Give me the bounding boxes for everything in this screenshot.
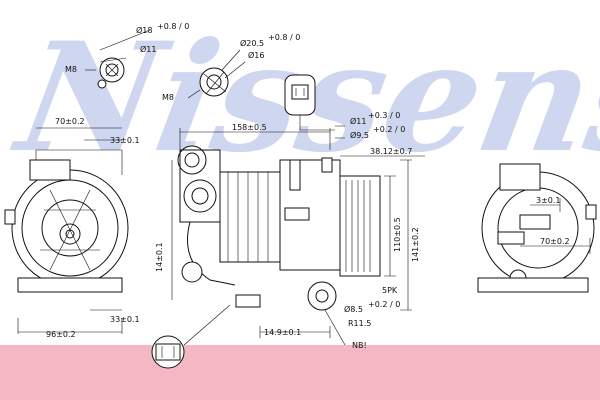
side-length-label: 158±0.5 — [232, 123, 267, 132]
side-5pk-label: 5PK — [382, 286, 398, 295]
front-view — [4, 139, 129, 334]
rear-view — [477, 163, 597, 293]
side-nb-label: NB! — [352, 341, 367, 350]
fitting-left-thread: M8 — [65, 65, 77, 74]
side-38-label: 38.12±0.7 — [370, 147, 412, 156]
fitting-right-d1: Ø20.5 — [240, 38, 264, 48]
fitting-right-d1-tol: +0.8 / 0 — [268, 33, 300, 42]
connector-bottom — [151, 304, 231, 369]
side-height-141-label: 141±0.2 — [411, 227, 420, 262]
fitting-left-d1-tol: +0.8 / 0 — [157, 22, 189, 31]
fitting-left-d1: Ø18 — [136, 25, 152, 35]
side-d85-label: Ø8.5 — [344, 304, 363, 314]
fitting-right — [187, 49, 246, 99]
front-offset-top-label: 33±0.1 — [110, 136, 140, 145]
side-d11-tol: +0.3 / 0 — [368, 111, 400, 120]
rear-3-label: 3±0.1 — [536, 196, 561, 205]
fitting-right-d2: Ø16 — [248, 50, 264, 60]
side-d85-tol: +0.2 / 0 — [368, 300, 400, 309]
side-d95-tol: +0.2 / 0 — [373, 125, 405, 134]
pink-band — [0, 345, 600, 400]
fitting-left — [85, 29, 151, 89]
front-offset-bottom-label: 33±0.1 — [110, 315, 140, 324]
fitting-right-thread: M8 — [162, 93, 174, 102]
side-height-110-label: 110±0.5 — [393, 217, 402, 252]
rear-70-label: 70±0.2 — [540, 237, 570, 246]
front-width-label: 70±0.2 — [55, 117, 85, 126]
side-d11-label: Ø11 — [350, 116, 366, 126]
side-d95-label: Ø9.5 — [350, 130, 369, 140]
connector-top — [284, 74, 335, 131]
side-view — [177, 145, 381, 311]
side-r115-label: R11.5 — [348, 319, 371, 328]
side-height-14-label: 14±0.1 — [155, 242, 164, 272]
front-total-label: 96±0.2 — [46, 330, 76, 339]
side-149-label: 14.9±0.1 — [264, 328, 301, 337]
fitting-left-d2: Ø11 — [140, 44, 156, 54]
